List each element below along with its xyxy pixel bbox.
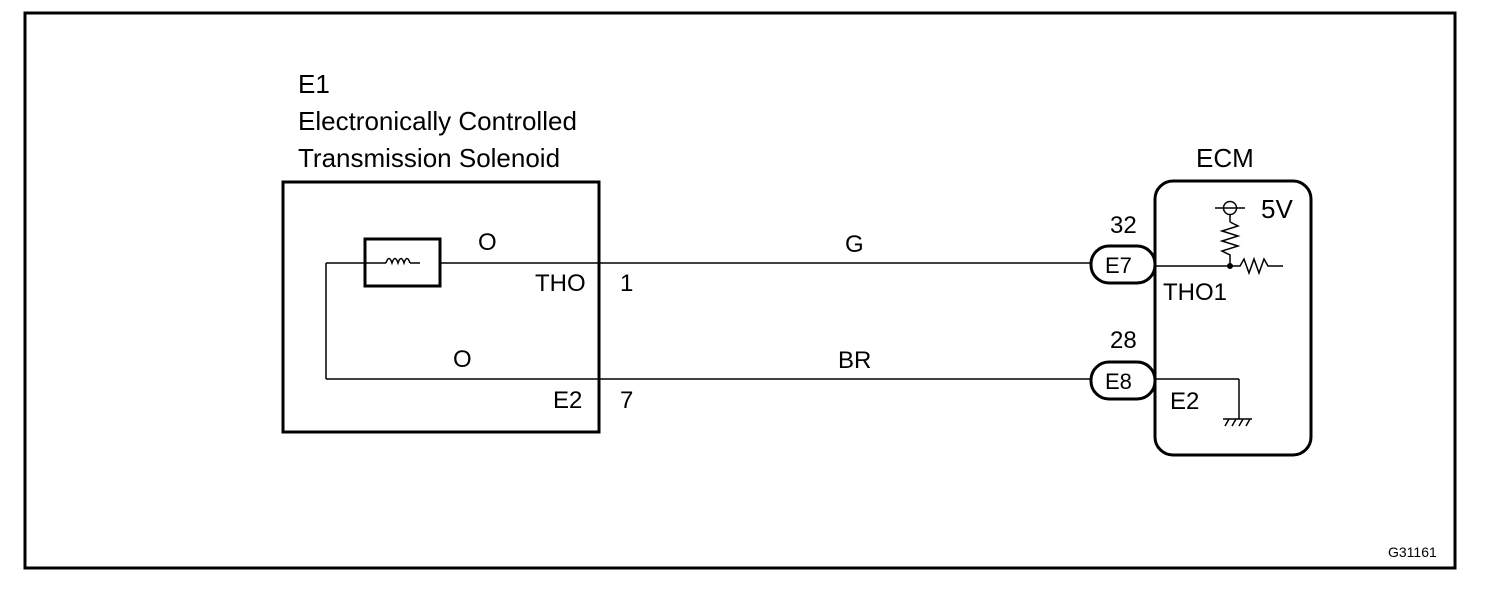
component-name-line1: Electronically Controlled (298, 106, 577, 136)
diagram-frame (23, 11, 1457, 570)
connector-e7-label: E7 (1105, 253, 1132, 278)
ground-icon (1223, 418, 1252, 427)
connector-e8-label: E8 (1105, 369, 1132, 394)
supply-voltage-label: 5V (1261, 194, 1293, 224)
component-name-line2: Transmission Solenoid (298, 143, 560, 173)
temperature-sensor-icon (363, 237, 442, 288)
voltage-source-icon (1215, 200, 1245, 222)
terminal-e2-ecm-label: E2 (1170, 388, 1199, 415)
component-code: E1 (298, 69, 330, 99)
solenoid-box (281, 180, 601, 434)
terminal-tho1-label: THO1 (1163, 279, 1227, 306)
ecm-pin-28-label: 28 (1110, 327, 1137, 354)
connector-e8 (1089, 360, 1157, 401)
pin-1-label: 1 (620, 270, 633, 297)
ecm-pin-32-label: 32 (1110, 212, 1137, 239)
ground-wire-color-label: BR (838, 347, 871, 374)
connector-e7 (1089, 244, 1157, 285)
lower-wire-color-label: O (453, 346, 472, 373)
signal-wire-color-label: G (845, 231, 864, 258)
upper-wire-color-label: O (478, 229, 497, 256)
figure-code: G31161 (1388, 544, 1437, 560)
ecm-title: ECM (1196, 143, 1254, 173)
pullup-resistor-icon (1219, 221, 1241, 266)
pin-7-label: 7 (620, 387, 633, 414)
input-resistor-icon (1230, 256, 1283, 276)
terminal-e2-label: E2 (553, 387, 582, 414)
terminal-tho-label: THO (535, 270, 586, 297)
ecm-box (1153, 179, 1313, 457)
